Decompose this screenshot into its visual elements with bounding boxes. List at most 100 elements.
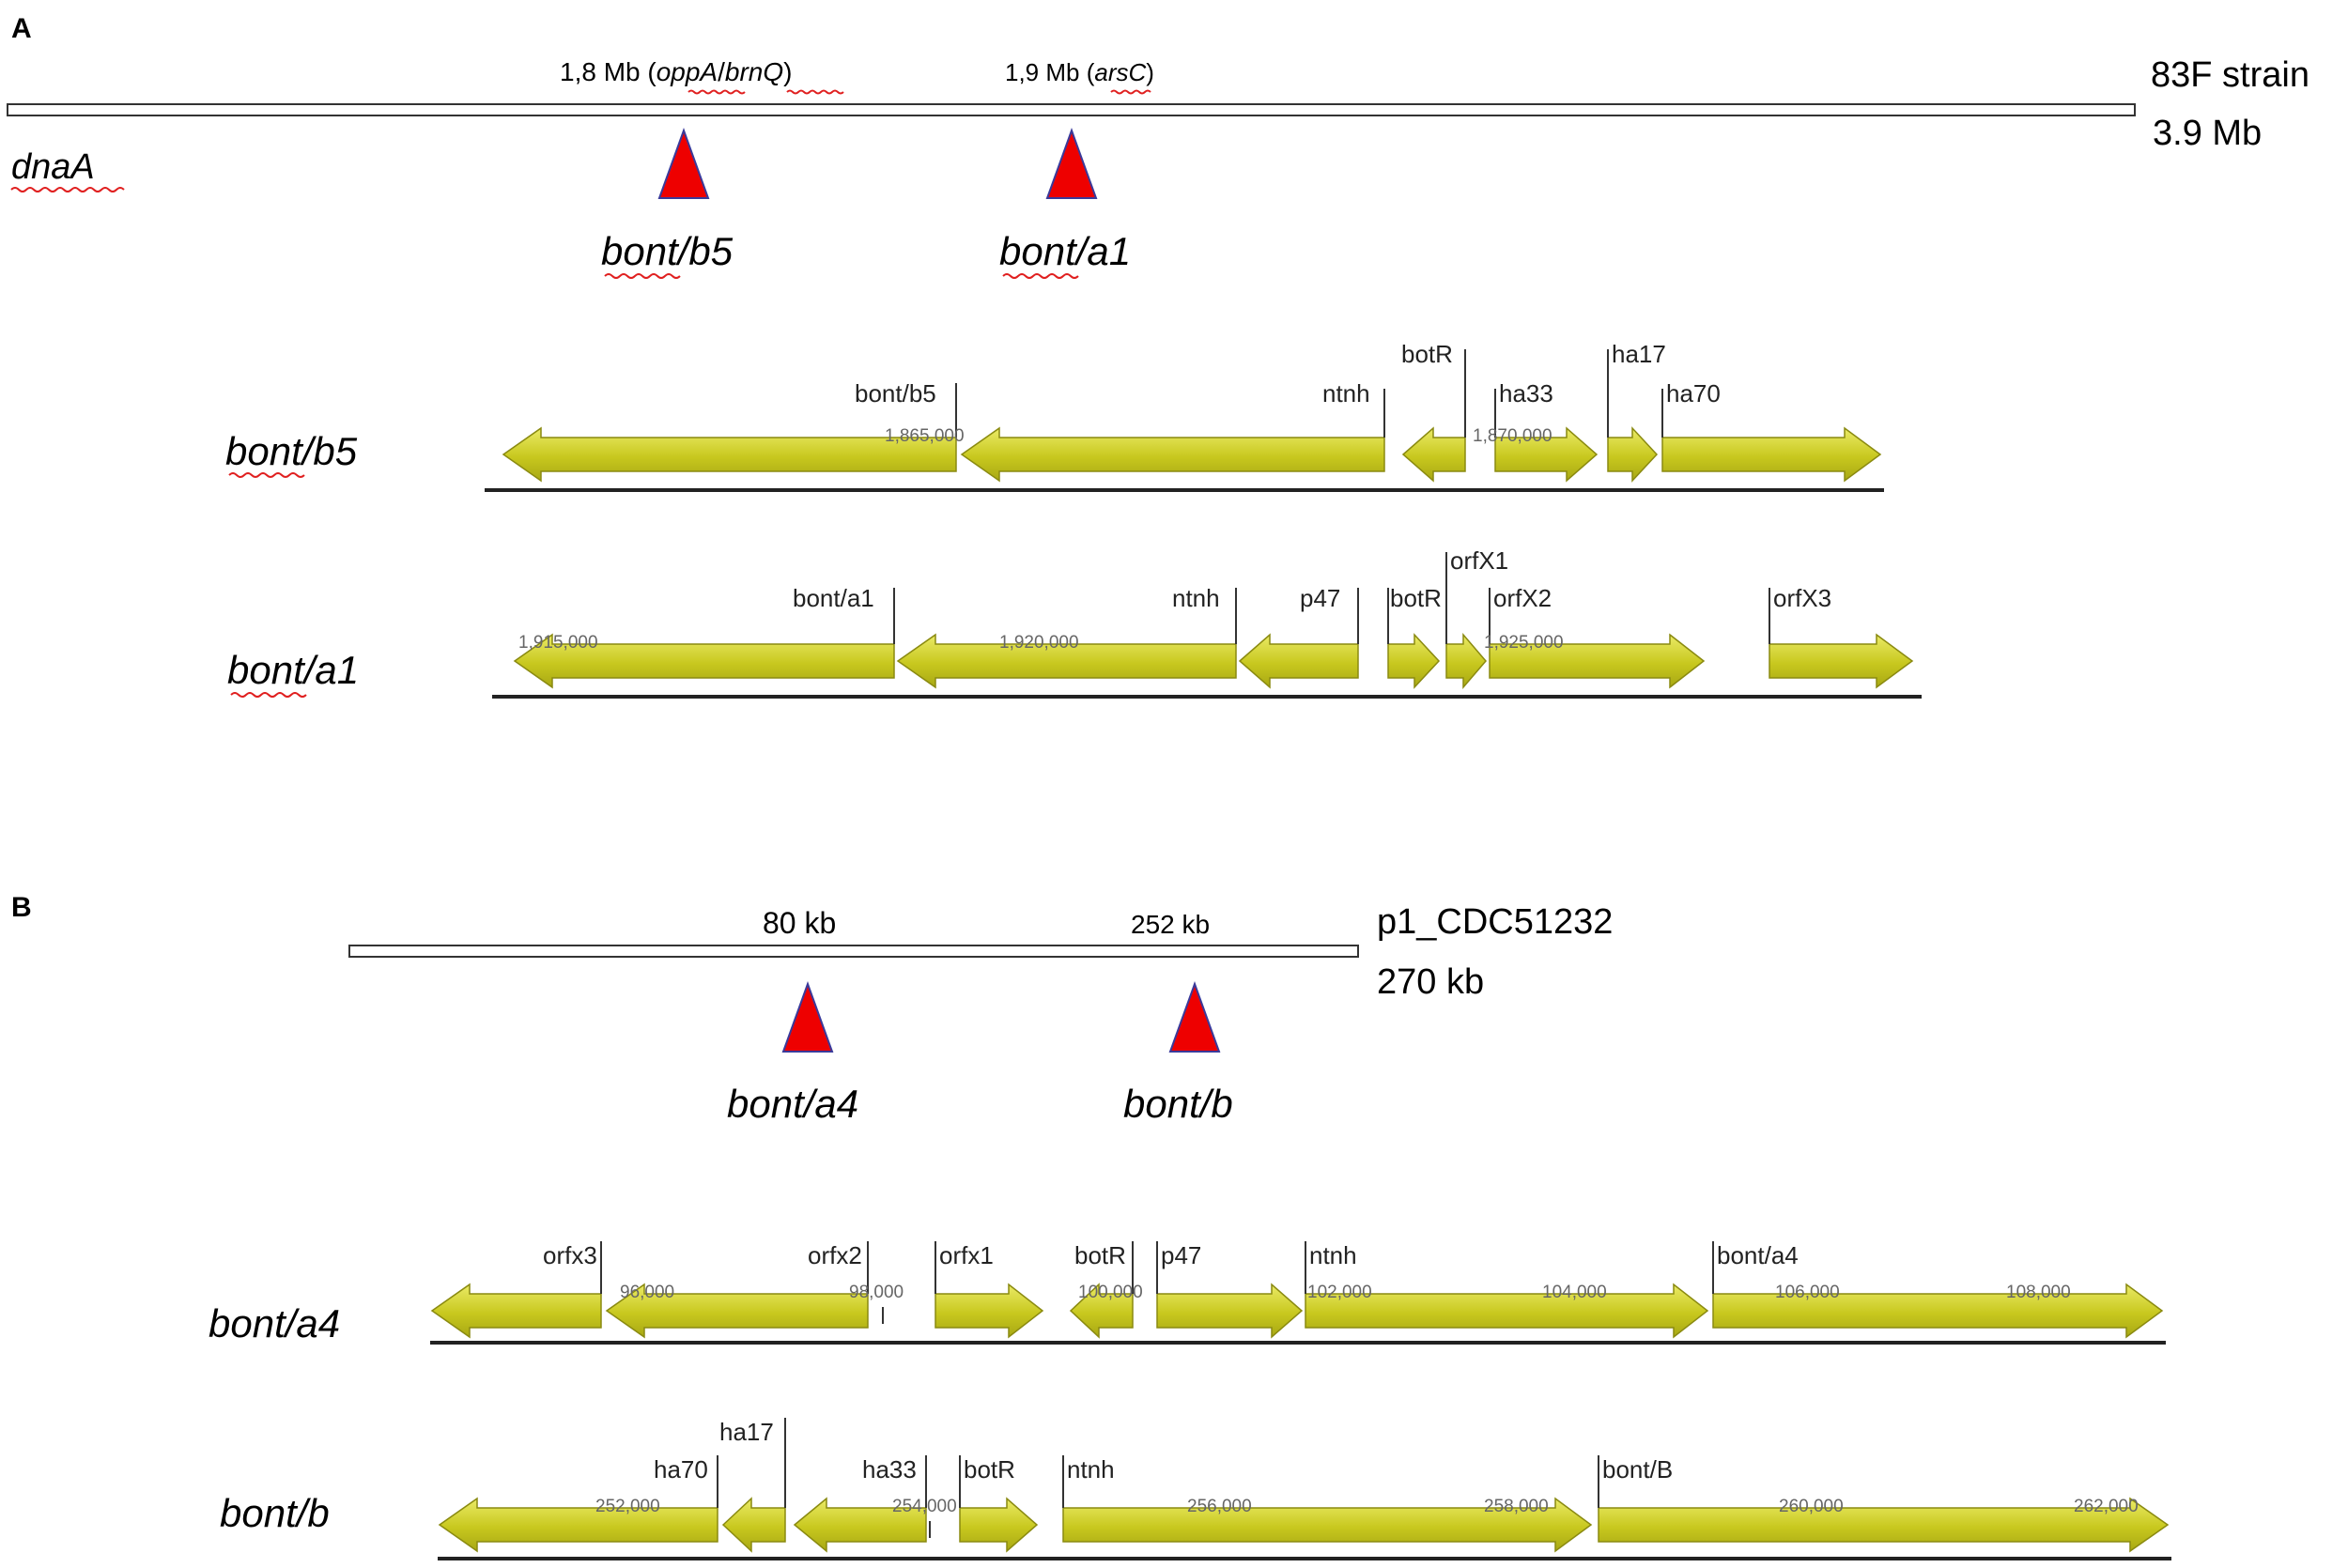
origin-label: dnaA	[11, 147, 95, 187]
cluster-label-b5: bont/b5	[225, 429, 358, 473]
gene-arrow-ha17	[1607, 426, 1659, 483]
coordinate-label: 1,870,000	[1473, 426, 1552, 446]
gene-label-botR: botR	[1401, 340, 1453, 368]
gene-label-ntnh: ntnh	[1172, 584, 1220, 612]
coordinate-label: 96,000	[620, 1283, 674, 1302]
spell-underline	[1002, 273, 1079, 279]
gene-label-orfx2: orfx2	[808, 1241, 862, 1269]
insertion-triangle-a1	[1045, 128, 1098, 199]
spell-underline	[1110, 89, 1151, 95]
chromosome-position-2: 1,9 Mb (arsC)	[1005, 58, 1154, 86]
gene-cluster-a1: bont/a1 bont/a1 ntnh p47 botR orfX1 orfX…	[227, 546, 1922, 699]
spell-underline	[10, 187, 125, 192]
gene-arrow-orfX2	[1489, 633, 1706, 689]
panel-b: B 80 kb 252 kb p1_CDC51232 270 kb bont/a…	[11, 892, 2171, 1560]
gene-label-ntnh: ntnh	[1309, 1241, 1357, 1269]
coordinate-label: 102,000	[1307, 1283, 1372, 1302]
plasmid-name: p1_CDC51232	[1377, 902, 1613, 942]
gene-arrow-ha17	[721, 1497, 786, 1553]
gene-arrow-ha70	[438, 1497, 718, 1553]
gene-arrow-ntnh	[1305, 1283, 1709, 1339]
plasmid-bar	[348, 945, 1359, 958]
gene-arrow-ha70	[1661, 426, 1882, 483]
gene-arrow-botR	[1401, 426, 1466, 483]
gene-label-bont-b5: bont/b5	[855, 379, 936, 407]
coordinate-label: 104,000	[1542, 1283, 1607, 1302]
plasmid-size: 270 kb	[1377, 962, 1484, 1002]
gene-label-botR: botR	[964, 1455, 1015, 1483]
gene-label-orfx3: orfx3	[543, 1241, 597, 1269]
gene-arrow-orfX1	[1445, 632, 1487, 690]
coordinate-label: 1,865,000	[885, 426, 965, 446]
gene-label-ntnh: ntnh	[1067, 1455, 1115, 1483]
gene-label-botR: botR	[1074, 1241, 1126, 1269]
chromosome-position-1: 1,8 Mb (oppA/brnQ)	[560, 57, 792, 86]
gene-arrow-botR	[959, 1497, 1039, 1553]
insertion-triangle-a4	[781, 981, 834, 1053]
gene-label-bont-B: bont/B	[1602, 1455, 1673, 1483]
gene-label-ha70: ha70	[1666, 379, 1721, 407]
gene-label-bont-a4: bont/a4	[1717, 1241, 1799, 1269]
spell-underline	[786, 89, 844, 95]
gene-arrow-botR	[1069, 1283, 1134, 1339]
gene-arrow-ntnh	[896, 633, 1237, 689]
gene-cluster-b: bont/b ha70 ha17 ha33 botR ntnh bont/B 2…	[220, 1418, 2171, 1560]
cluster-label-a1: bont/a1	[227, 648, 359, 692]
coordinate-label: 252,000	[595, 1497, 660, 1516]
insertion-label-a1: bont/a1	[999, 229, 1131, 273]
gene-arrow-bont-a4	[1712, 1283, 2164, 1339]
gene-cluster-a4: bont/a4 orfx3 orfx2 orfx1 botR p47 ntnh …	[209, 1241, 2166, 1345]
spell-underline	[230, 692, 307, 698]
cluster-label-a4: bont/a4	[209, 1301, 340, 1345]
gene-cluster-b5: bont/b5 bont/b5 ntnh botR ha33 ha17 ha70…	[225, 340, 1884, 492]
gene-label-ha17: ha17	[719, 1418, 774, 1446]
spell-underline	[228, 472, 305, 478]
panel-a: A 1,8 Mb (oppA/brnQ) 1,9 Mb (arsC) 83F s…	[7, 13, 2309, 699]
coordinate-label: 1,920,000	[999, 633, 1079, 653]
coordinate-label: 106,000	[1775, 1283, 1840, 1302]
gene-arrow-ha33	[1494, 426, 1599, 483]
coordinate-label: 98,000	[849, 1283, 904, 1302]
gene-arrow-orfx3	[430, 1283, 602, 1339]
gene-label-p47: p47	[1161, 1241, 1201, 1269]
panel-a-letter: A	[11, 13, 32, 44]
genome-size-label: 3.9 Mb	[2153, 114, 2262, 153]
coordinate-label: 254,000	[892, 1497, 957, 1516]
gene-label-orfx1: orfx1	[939, 1241, 994, 1269]
gene-arrow-bont-B	[1598, 1497, 2170, 1553]
gene-arrow-bont-a1	[513, 633, 895, 689]
coordinate-label: 100,000	[1078, 1283, 1143, 1302]
gene-arrow-bont-b5	[502, 426, 957, 483]
gene-arrow-p47	[1238, 633, 1359, 689]
insertion-triangle-b5	[657, 128, 710, 199]
cluster-label-b: bont/b	[220, 1491, 330, 1535]
insertion-label-b5: bont/b5	[601, 229, 734, 273]
gene-label-ntnh: ntnh	[1322, 379, 1370, 407]
panel-b-letter: B	[11, 892, 32, 923]
spell-underline	[604, 273, 681, 279]
gene-arrow-orfx2	[605, 1283, 869, 1339]
spell-underline	[687, 89, 746, 95]
gene-label-ha70: ha70	[654, 1455, 708, 1483]
gene-arrow-ha33	[793, 1497, 927, 1553]
gene-arrow-ntnh	[960, 426, 1385, 483]
gene-label-ha17: ha17	[1612, 340, 1666, 368]
gene-arrow-orfX3	[1769, 633, 1914, 689]
coordinate-label: 258,000	[1484, 1497, 1549, 1516]
coordinate-label: 256,000	[1187, 1497, 1252, 1516]
gene-label-orfX3: orfX3	[1773, 584, 1831, 612]
gene-label-botR: botR	[1390, 584, 1442, 612]
gene-arrow-p47	[1156, 1283, 1304, 1339]
gene-arrow-ntnh	[1062, 1497, 1593, 1553]
chromosome-bar	[7, 103, 2136, 116]
insertion-label-a4: bont/a4	[727, 1082, 858, 1126]
coordinate-label: 262,000	[2074, 1497, 2139, 1516]
gene-label-p47: p47	[1300, 584, 1340, 612]
insertion-label-b: bont/b	[1123, 1082, 1233, 1126]
plasmid-position-2: 252 kb	[1131, 910, 1210, 939]
gene-label-ha33: ha33	[862, 1455, 917, 1483]
coordinate-label: 260,000	[1779, 1497, 1844, 1516]
gene-label-bont-a1: bont/a1	[793, 584, 874, 612]
